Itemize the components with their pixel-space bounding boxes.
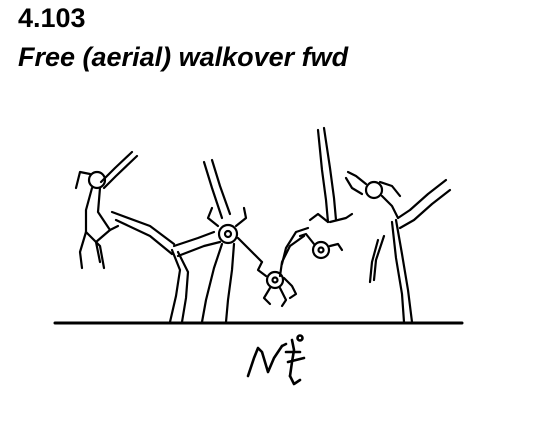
gymnast-pose-2 — [112, 212, 220, 322]
gymnast-pose-1 — [76, 152, 137, 268]
gymnast-pose-6 — [346, 172, 450, 322]
gymnast-pose-5 — [280, 128, 352, 276]
gymnast-pose-4 — [258, 262, 296, 306]
skill-notation-symbol — [248, 336, 304, 385]
gymnast-pose-3 — [202, 160, 262, 322]
